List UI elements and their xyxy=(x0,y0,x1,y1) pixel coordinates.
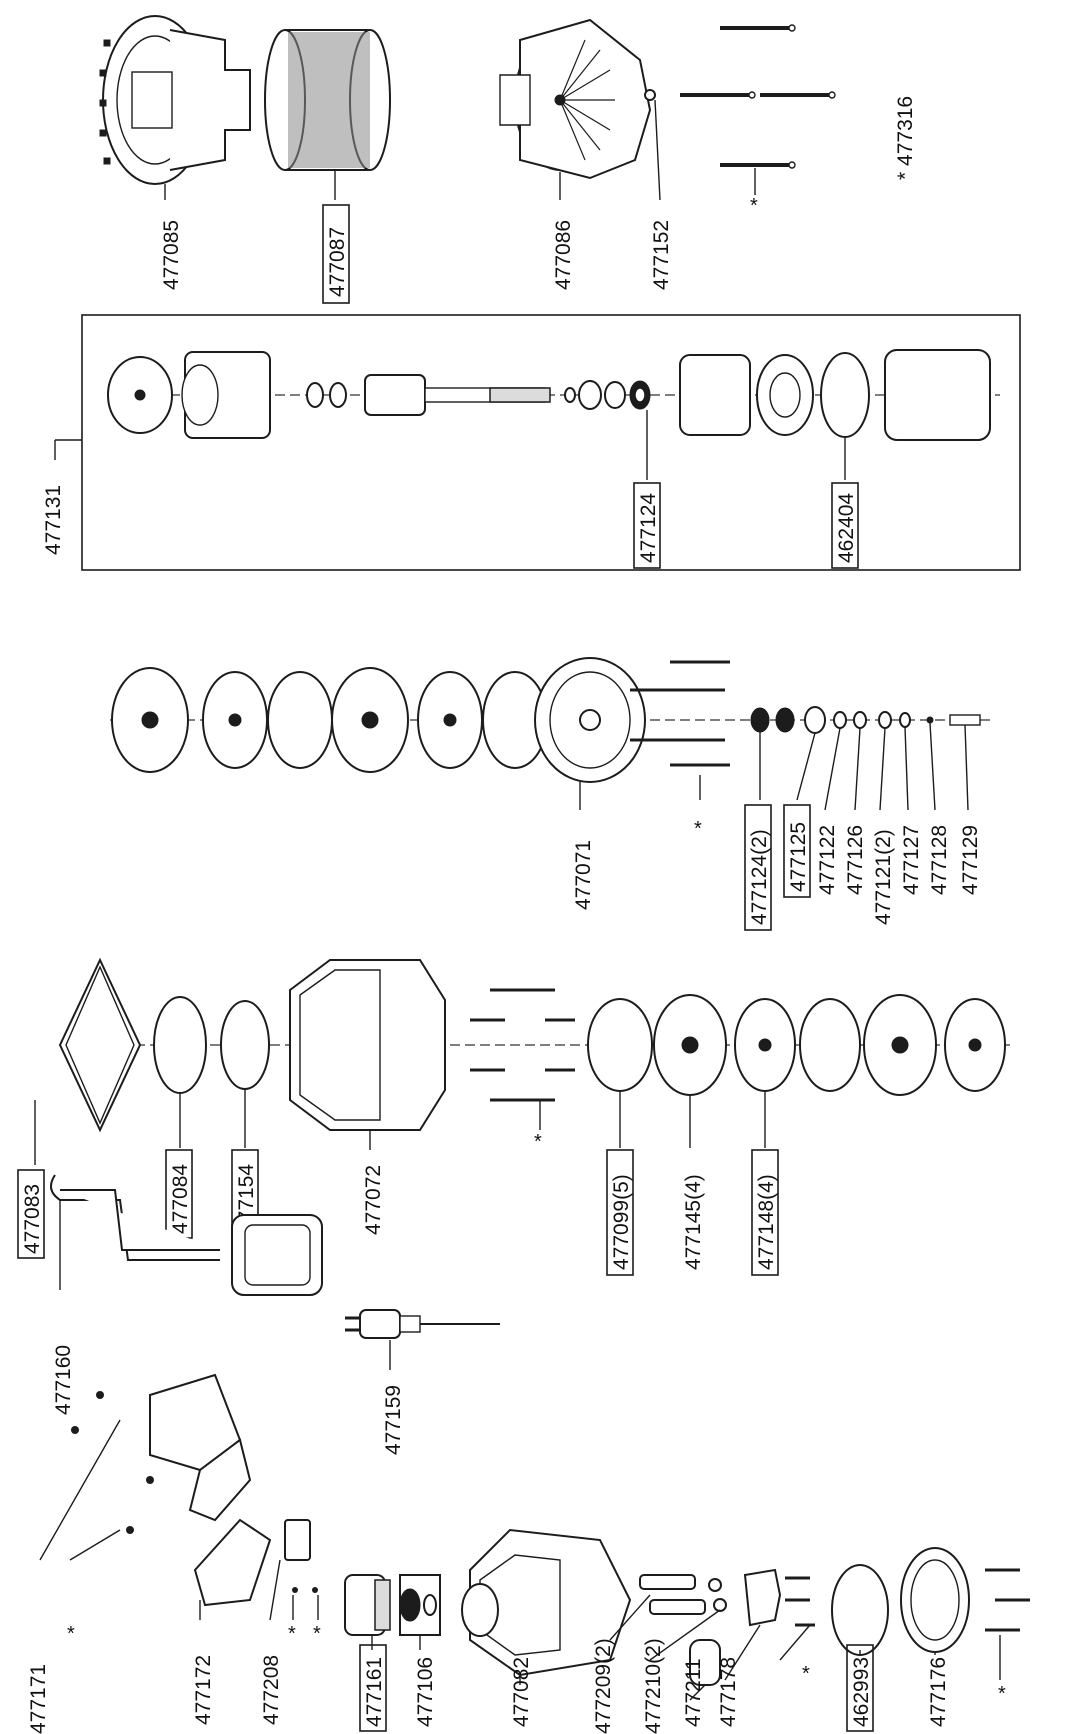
label-477082: 477082 xyxy=(510,1657,533,1727)
label-box-477124-2 xyxy=(744,804,772,931)
label-477131: 477131 xyxy=(42,485,65,555)
base-leaders xyxy=(39,1419,1001,1701)
part-477086-bottom-cover xyxy=(499,18,652,200)
label-477171: 477171 xyxy=(27,1664,50,1734)
part-477085-top-cover xyxy=(99,15,251,200)
label-477160: 477160 xyxy=(52,1345,75,1415)
label-477099-5: 477099(5) xyxy=(610,1174,633,1270)
asterisk-mark: * xyxy=(67,1623,75,1645)
label-462404: 462404 xyxy=(835,493,858,563)
label-477209-2: 477209(2) xyxy=(592,1638,615,1734)
label-box-477148-4 xyxy=(751,1149,779,1276)
impeller-stage-parts-top xyxy=(110,657,990,810)
label-477124: 477124 xyxy=(637,493,660,563)
label-477085: 477085 xyxy=(160,220,183,290)
label-box-477083 xyxy=(17,1169,45,1259)
label-477148-4: 477148(4) xyxy=(755,1174,778,1270)
motor-assembly-frame xyxy=(81,314,1021,571)
label-477208: 477208 xyxy=(260,1655,283,1725)
asterisk-mark: * xyxy=(313,1623,321,1645)
label-box-477099-5 xyxy=(606,1149,634,1276)
part-477152-nut xyxy=(644,89,661,201)
label-477083: 477083 xyxy=(21,1184,44,1254)
plug-477159 xyxy=(345,1309,500,1370)
label-477210-2: 477210(2) xyxy=(642,1638,665,1734)
asterisk-mark: * xyxy=(750,195,758,217)
label-477122: 477122 xyxy=(816,825,839,895)
screws-477316: * xyxy=(680,24,836,217)
label-477129: 477129 xyxy=(959,825,982,895)
label-477159: 477159 xyxy=(382,1385,405,1455)
label-477128: 477128 xyxy=(928,825,951,895)
base-housing-parts xyxy=(71,1373,1030,1686)
label-477125: 477125 xyxy=(787,822,810,892)
label-box-477124 xyxy=(633,482,661,569)
asterisk-mark: * xyxy=(288,1623,296,1645)
label-477071: 477071 xyxy=(572,840,595,910)
label-477161: 477161 xyxy=(363,1657,386,1727)
label-477121-2: 477121(2) xyxy=(872,829,895,925)
label-box-462993 xyxy=(846,1644,874,1732)
label-477172: 477172 xyxy=(192,1655,215,1725)
label-477211: 477211 xyxy=(682,1658,705,1727)
label-477084: 477084 xyxy=(169,1164,192,1234)
label-477316: * 477316 xyxy=(894,96,917,180)
part-477087-mesh-screen xyxy=(264,29,391,200)
label-462993: 462993 xyxy=(850,1657,873,1727)
label-box-477087 xyxy=(322,204,350,304)
label-477176: 477176 xyxy=(927,1657,950,1727)
label-477072: 477072 xyxy=(362,1165,385,1235)
float-switch-477160 xyxy=(50,1174,323,1296)
motor-assembly-parts xyxy=(107,349,1000,480)
label-477087: 477087 xyxy=(326,227,349,297)
label-477145-4: 477145(4) xyxy=(682,1174,705,1270)
asterisk-mark: * xyxy=(694,818,702,840)
label-477126: 477126 xyxy=(844,825,867,895)
asterisk-mark: * xyxy=(802,1663,810,1685)
asterisk-mark: * xyxy=(534,1131,542,1153)
small-parts-leaders xyxy=(759,722,969,811)
label-477106: 477106 xyxy=(414,1657,437,1727)
label-box-477161 xyxy=(359,1644,387,1732)
label-477124-2: 477124(2) xyxy=(748,829,771,925)
asterisk-mark: * xyxy=(998,1683,1006,1705)
label-477152: 477152 xyxy=(650,220,673,290)
label-box-477125 xyxy=(783,804,811,898)
pump-housing-parts xyxy=(34,957,1010,1165)
label-box-462404 xyxy=(831,482,859,569)
label-477178: 477178 xyxy=(717,1657,740,1727)
label-477086: 477086 xyxy=(552,220,575,290)
label-477127: 477127 xyxy=(900,825,923,895)
